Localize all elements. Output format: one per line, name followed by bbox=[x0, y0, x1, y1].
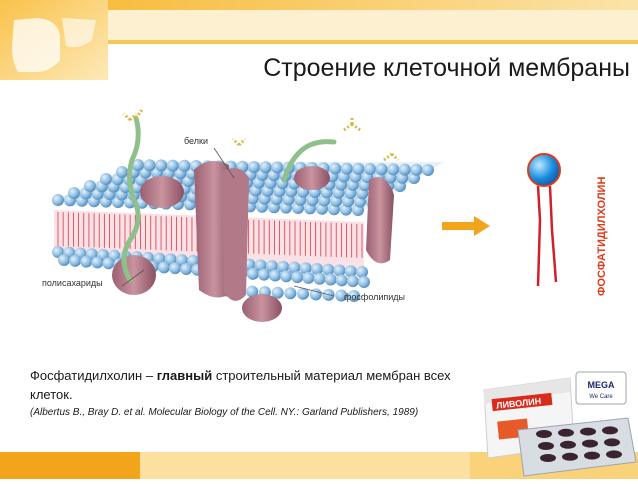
lipid-head-ball bbox=[325, 274, 337, 286]
lipid-head-ball bbox=[280, 270, 292, 282]
lipid-head-ball bbox=[399, 164, 411, 176]
label-proteins: белки bbox=[184, 136, 208, 146]
capsule-icon bbox=[602, 426, 618, 434]
capsule-icon bbox=[580, 428, 596, 436]
lipid-head-ball bbox=[410, 164, 422, 176]
sugar-branches bbox=[344, 116, 360, 130]
lipid-head-ball bbox=[314, 273, 326, 285]
lipid-head-ball bbox=[169, 262, 181, 274]
lipid-head-ball bbox=[352, 163, 364, 175]
protein-shape bbox=[366, 177, 394, 263]
lipid-tail bbox=[538, 186, 540, 286]
lipid-tail bbox=[550, 186, 556, 282]
lipid-head-ball bbox=[100, 173, 112, 185]
lipid-head-ball bbox=[158, 261, 170, 273]
capsule-icon bbox=[606, 450, 622, 458]
lipid-head-ball bbox=[358, 276, 370, 288]
lipid-head-ball bbox=[329, 162, 341, 174]
lipid-head-ball bbox=[269, 269, 281, 281]
product-image: ЛИВОЛИН MEGA We Care bbox=[478, 370, 638, 478]
lipid-head-ball bbox=[347, 275, 359, 287]
protein-shape bbox=[294, 166, 330, 190]
capsule-icon bbox=[604, 438, 620, 446]
lipid-head-ball bbox=[387, 163, 399, 175]
lipid-head-ball bbox=[102, 257, 114, 269]
lipid-head-ball bbox=[422, 164, 434, 176]
capsule-icon bbox=[562, 453, 578, 461]
liver-shape-icon bbox=[12, 18, 60, 72]
protein-shape bbox=[242, 294, 282, 322]
lipid-head-ball bbox=[247, 268, 259, 280]
sugar-branches bbox=[124, 110, 142, 120]
lipid-head-ball bbox=[155, 159, 167, 171]
lipid-head-ball bbox=[68, 187, 80, 199]
description-part1: Фосфатидилхолин – bbox=[30, 368, 157, 383]
lipid-head-ball bbox=[356, 266, 368, 278]
lipid-head-ball bbox=[144, 159, 156, 171]
protein-shape bbox=[140, 176, 184, 208]
capsule-icon bbox=[582, 440, 598, 448]
capsule-icon bbox=[560, 441, 576, 449]
lipid-head-ball bbox=[84, 180, 96, 192]
arrow-right-icon bbox=[442, 216, 490, 241]
lipid-head-ball bbox=[291, 271, 303, 283]
lipid-head-ball bbox=[284, 287, 296, 299]
capsule-icon bbox=[584, 452, 600, 460]
phospholipid-molecule bbox=[522, 150, 572, 305]
capsule-icon bbox=[558, 429, 574, 437]
phosphatidylcholine-text: ФОСФАТИДИЛХОЛИН bbox=[596, 177, 608, 296]
lipid-head-ball bbox=[341, 163, 353, 175]
lipid-head-ball bbox=[69, 255, 81, 267]
citation-text: (Albertus B., Bray D. et al. Molecular B… bbox=[30, 407, 470, 418]
lipid-head-ball bbox=[258, 269, 270, 281]
description-bold: главный bbox=[157, 368, 213, 383]
lipid-head-ball bbox=[178, 160, 190, 172]
capsule-icon bbox=[540, 454, 556, 462]
description-text: Фосфатидилхолин – главный строительный м… bbox=[30, 366, 470, 404]
capsule-icon bbox=[538, 442, 554, 450]
lipid-head-ball bbox=[271, 161, 283, 173]
page-title: Строение клеточной мембраны bbox=[160, 54, 630, 83]
lipid-head-ball bbox=[116, 166, 128, 178]
lipid-head-ball bbox=[364, 163, 376, 175]
lipid-head-ball bbox=[80, 256, 92, 268]
sugar-branches bbox=[233, 139, 245, 145]
sugar-branches bbox=[384, 154, 398, 160]
lipid-head-ball bbox=[91, 256, 103, 268]
lipid-head-ball bbox=[167, 160, 179, 172]
protein-channel bbox=[222, 168, 249, 301]
lipid-head-icon bbox=[528, 154, 560, 186]
lipid-head-ball bbox=[302, 272, 314, 284]
lipid-head-ball bbox=[376, 163, 388, 175]
phosphatidylcholine-label: ФОСФАТИДИЛХОЛИН bbox=[585, 140, 615, 300]
lipid-head-ball bbox=[180, 263, 192, 275]
svg-text:We Care: We Care bbox=[589, 394, 613, 400]
lipid-head-ball bbox=[336, 274, 348, 286]
lipid-head-ball bbox=[345, 265, 357, 277]
lipid-head-ball bbox=[260, 161, 272, 173]
capsule-icon bbox=[536, 430, 552, 438]
svg-text:MEGA: MEGA bbox=[588, 380, 616, 390]
label-phospholipids: фосфолипиды bbox=[344, 292, 405, 302]
membrane-diagram: белки полисахариды фосфолипиды bbox=[34, 100, 444, 330]
label-polysaccharides: полисахариды bbox=[42, 278, 103, 288]
protein-shape bbox=[112, 255, 156, 295]
lipid-head-ball bbox=[58, 254, 70, 266]
lipid-head-ball bbox=[248, 161, 260, 173]
lipid-head-ball bbox=[52, 194, 64, 206]
